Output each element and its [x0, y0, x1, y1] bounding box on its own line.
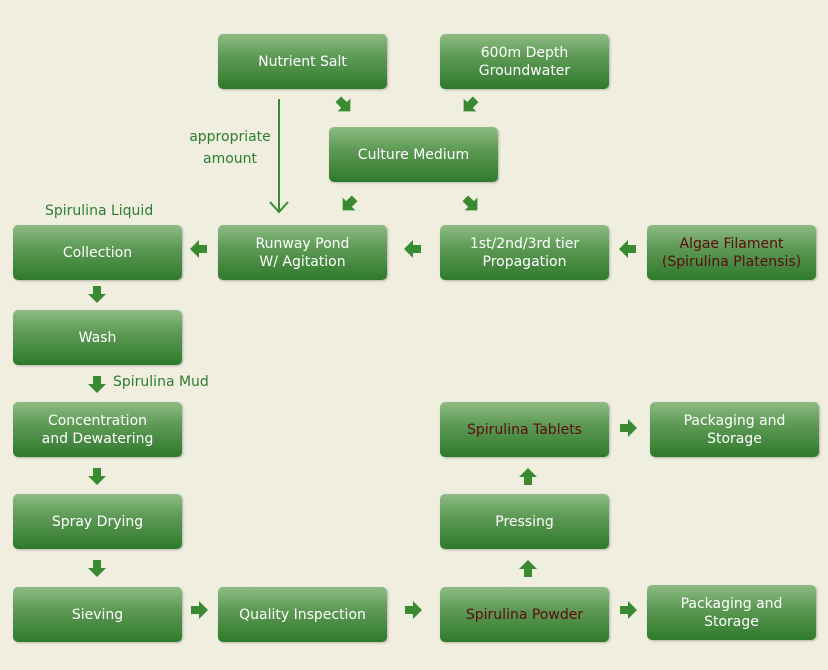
node-groundwater-label: 600m Depth Groundwater: [478, 44, 571, 79]
node-nutrient-salt: Nutrient Salt: [218, 34, 387, 89]
node-spray-drying: Spray Drying: [13, 494, 182, 549]
node-wash-label: Wash: [78, 329, 117, 346]
arrow-nutrient-to-culture: [331, 92, 357, 118]
arrow-nutrient-to-pond: [269, 99, 289, 214]
node-propagation-label: 1st/2nd/3rd tier Propagation: [469, 235, 580, 270]
node-collection-label: Collection: [62, 244, 133, 261]
arrow-collection-to-wash: [88, 286, 106, 303]
node-spirulina-powder-label: Spirulina Powder: [465, 606, 584, 623]
node-sieving-label: Sieving: [71, 606, 124, 623]
arrow-propagation-to-pond: [404, 240, 421, 258]
label-appropriate-amount: appropriate amount: [189, 129, 271, 167]
label-spirulina-liquid: Spirulina Liquid: [45, 203, 154, 219]
node-spirulina-powder: Spirulina Powder: [440, 587, 609, 642]
node-algae-filament-label: Algae Filament (Spirulina Platensis): [661, 235, 802, 270]
arrow-culture-to-propagation: [458, 191, 484, 217]
node-algae-filament: Algae Filament (Spirulina Platensis): [647, 225, 816, 280]
node-runway-pond: Runway Pond W/ Agitation: [218, 225, 387, 280]
node-quality-inspection: Quality Inspection: [218, 587, 387, 642]
node-groundwater: 600m Depth Groundwater: [440, 34, 609, 89]
node-packaging-storage-bottom: Packaging and Storage: [647, 585, 816, 640]
node-packaging-storage-bottom-label: Packaging and Storage: [680, 595, 783, 630]
node-concentration-label: Concentration and Dewatering: [41, 412, 154, 447]
node-concentration: Concentration and Dewatering: [13, 402, 182, 457]
node-spirulina-tablets-label: Spirulina Tablets: [467, 421, 582, 438]
arrow-pressing-to-tablets: [519, 468, 537, 485]
node-propagation: 1st/2nd/3rd tier Propagation: [440, 225, 609, 280]
node-wash: Wash: [13, 310, 182, 365]
node-quality-inspection-label: Quality Inspection: [239, 606, 366, 623]
arrow-tablets-to-packaging: [620, 419, 637, 437]
arrow-powder-to-packaging: [620, 601, 637, 619]
label-spirulina-mud: Spirulina Mud: [113, 374, 209, 390]
node-culture-medium: Culture Medium: [329, 127, 498, 182]
arrow-algae-to-propagation: [619, 240, 636, 258]
arrow-groundwater-to-culture: [457, 92, 483, 118]
node-spray-drying-label: Spray Drying: [51, 513, 144, 530]
node-packaging-storage-top-label: Packaging and Storage: [683, 412, 786, 447]
arrow-concentration-to-spray: [88, 468, 106, 485]
node-pressing-label: Pressing: [495, 513, 554, 530]
arrow-quality-to-powder: [405, 601, 422, 619]
node-nutrient-salt-label: Nutrient Salt: [258, 53, 347, 70]
node-runway-pond-label: Runway Pond W/ Agitation: [255, 235, 350, 270]
node-packaging-storage-top: Packaging and Storage: [650, 402, 819, 457]
node-sieving: Sieving: [13, 587, 182, 642]
node-spirulina-tablets: Spirulina Tablets: [440, 402, 609, 457]
node-culture-medium-label: Culture Medium: [357, 146, 470, 163]
node-pressing: Pressing: [440, 494, 609, 549]
node-collection: Collection: [13, 225, 182, 280]
arrow-pond-to-collection: [190, 240, 207, 258]
arrow-sieving-to-quality: [191, 601, 208, 619]
arrow-powder-to-pressing: [519, 560, 537, 577]
arrow-culture-to-pond: [336, 191, 362, 217]
arrow-spray-to-sieving: [88, 560, 106, 577]
arrow-wash-to-concentration: [88, 376, 106, 393]
